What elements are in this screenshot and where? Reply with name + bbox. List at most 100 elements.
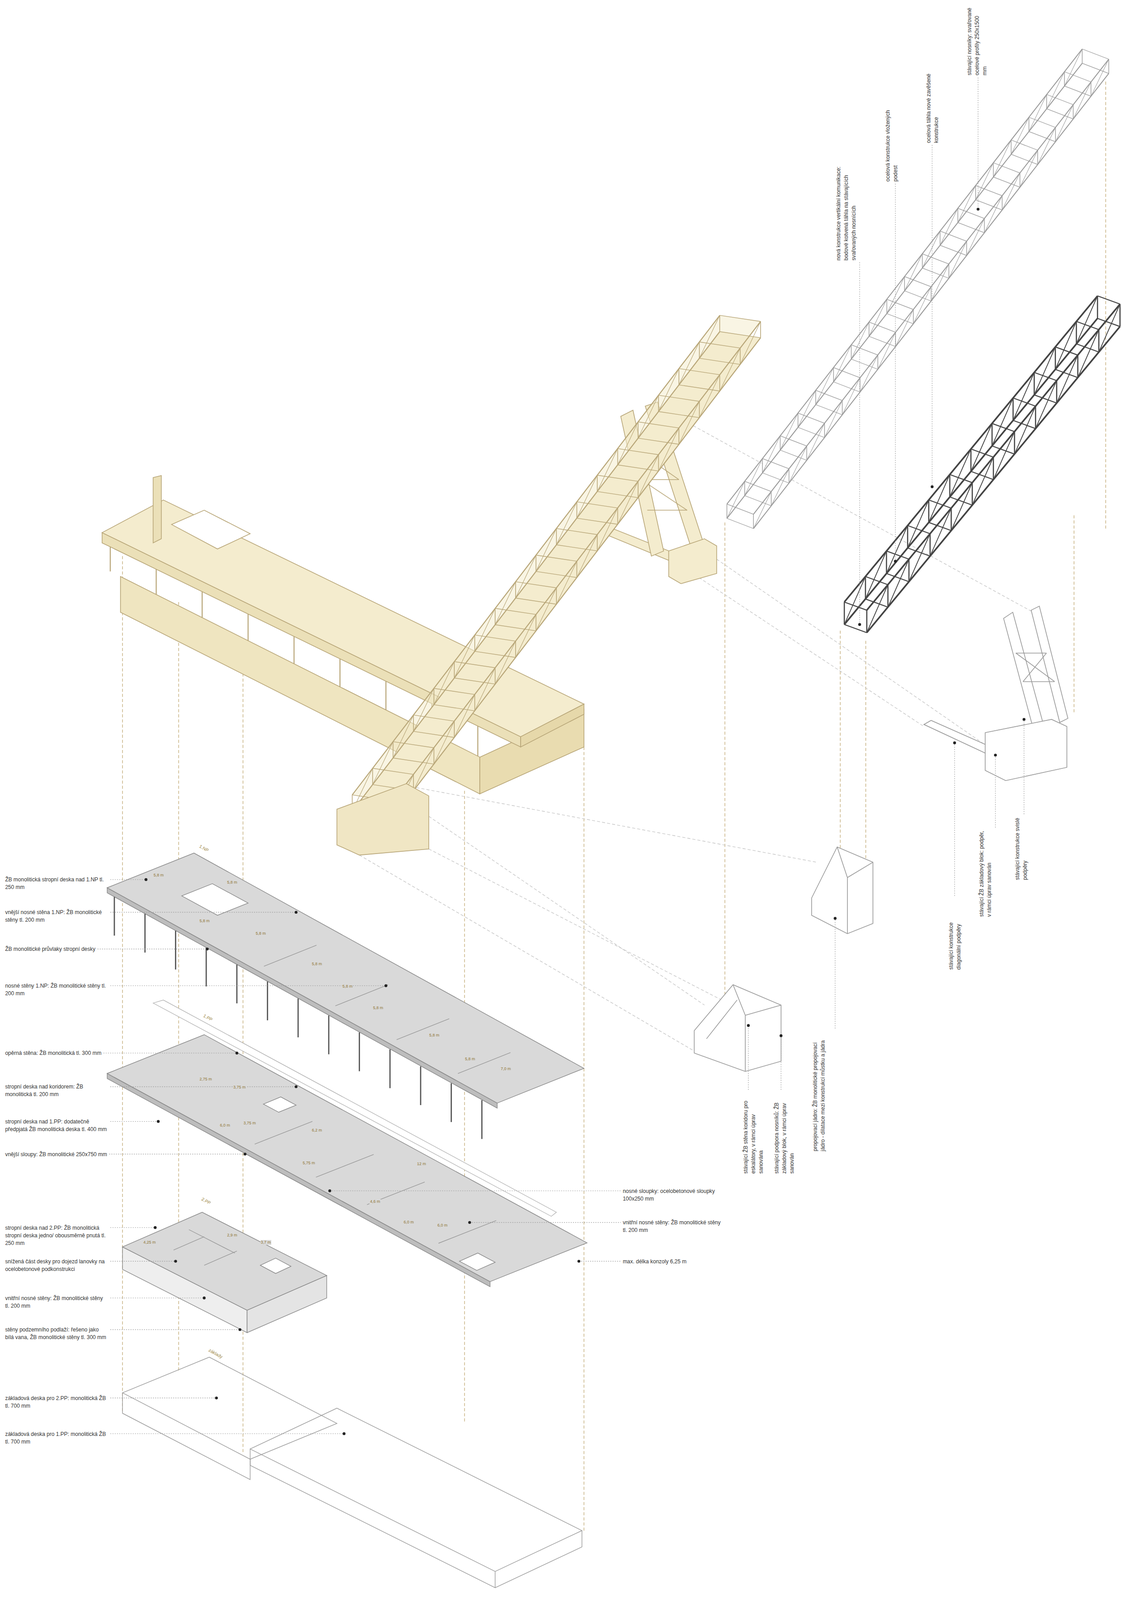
leader-line [780, 1035, 782, 1091]
truss-post [1119, 304, 1121, 327]
truss-crossbar [658, 411, 700, 418]
leader-dot [1022, 717, 1026, 721]
dimension: 5,75 m [302, 1160, 316, 1166]
dimension: 4,25 m [143, 1240, 157, 1246]
truss-crossbar [970, 471, 994, 480]
truss-post [753, 514, 754, 529]
dimension: 5,8 m [342, 984, 354, 990]
dimension: 3,75 m [232, 1085, 247, 1091]
truss-crossbar [1081, 48, 1109, 60]
truss-crossbar [907, 547, 930, 557]
truss-post [535, 614, 537, 631]
truss-post [596, 534, 598, 551]
truss-crossbar [970, 449, 994, 458]
truss-diagonal [372, 741, 394, 785]
callout-label: opěrná stěna: ŽB monolitická tl. 300 mm [4, 1049, 102, 1058]
truss-diagonal [904, 253, 923, 292]
truss-diagonal [842, 378, 861, 416]
truss-diagonal [515, 614, 537, 658]
column [420, 1066, 422, 1106]
bridge-truss [352, 315, 761, 818]
truss-post [842, 400, 843, 415]
leader-line [103, 1052, 238, 1054]
truss-post [474, 694, 476, 711]
truss-diagonal [638, 454, 659, 498]
drawing-part [716, 559, 986, 745]
leader-line [994, 755, 996, 828]
truss-diagonal [597, 508, 618, 552]
truss-chord [844, 295, 1098, 603]
dimension: 12 m [416, 1161, 427, 1167]
truss-post [971, 482, 974, 506]
callout-label: stropní deska nad koridorem: ŽB monoliti… [4, 1083, 109, 1099]
truss-diagonal [638, 395, 659, 439]
truss-post [658, 395, 660, 412]
truss-post [678, 368, 680, 385]
drawing-part [204, 1251, 237, 1266]
truss-post [797, 412, 799, 428]
drawing-part [647, 509, 688, 511]
truss-crossbar [638, 438, 679, 445]
truss-post [719, 374, 721, 392]
truss-post [576, 501, 578, 518]
callout-label: nosné sloupky: ocelobetonové sloupky 100… [622, 1187, 726, 1204]
leader-dot [235, 1051, 239, 1055]
callout-label: nosné stěny 1.NP: ŽB monolitické stěny t… [4, 982, 109, 998]
truss-diagonal [753, 491, 772, 529]
truss-crossbar [844, 624, 867, 633]
dimension: 5,8 m [372, 1005, 384, 1011]
truss-post [868, 321, 869, 337]
leader-line [97, 948, 208, 950]
column [201, 591, 203, 618]
column [174, 930, 177, 970]
truss-top [844, 295, 1121, 611]
truss-post [744, 481, 745, 496]
truss-crossbar [393, 758, 435, 765]
truss-post [928, 499, 930, 523]
callout-label: stropní deska nad 1.PP: dodatečně předpj… [4, 1118, 109, 1134]
truss-post [1064, 71, 1065, 87]
truss-post [1090, 82, 1091, 97]
column [144, 913, 146, 953]
truss-diagonal [866, 584, 888, 633]
dimension: 5,8 m [226, 880, 238, 886]
leader-dot [328, 1189, 331, 1193]
truss-diagonal [844, 576, 866, 625]
drawing-part [250, 1449, 496, 1589]
truss-diagonal [1046, 71, 1065, 109]
leader-line [578, 1261, 621, 1262]
truss-post [762, 458, 763, 474]
level-tag: 1.NP [197, 843, 211, 854]
truss-post [1055, 127, 1056, 142]
truss-post [678, 428, 680, 445]
truss-diagonal [922, 230, 941, 269]
truss-post [760, 321, 761, 338]
truss-diagonal [699, 374, 721, 418]
truss-crossbar [726, 518, 754, 529]
truss-crossbar [991, 446, 1015, 455]
truss-crossbar [413, 731, 455, 738]
truss-post [866, 610, 868, 633]
truss-diagonal [993, 431, 1015, 480]
truss-post [1010, 139, 1012, 155]
truss-diagonal [576, 534, 598, 578]
truss-diagonal [762, 435, 781, 474]
truss-crossbar [928, 522, 952, 531]
column [109, 547, 111, 572]
drawing-part [811, 847, 874, 934]
truss-post [1012, 398, 1014, 421]
truss-crossbar [886, 573, 909, 582]
leader-dot [930, 485, 934, 489]
truss-diagonal [495, 582, 516, 626]
callout-label: stropní deska nad 2.PP: ŽB monolitická s… [4, 1224, 109, 1248]
truss-diagonal [1099, 304, 1121, 352]
column [247, 614, 249, 641]
truss-post [843, 602, 846, 625]
truss-diagonal [740, 321, 761, 365]
truss-diagonal [860, 355, 878, 393]
callout-label: vnější nosné stěna 1.NP: ŽB monolitické … [4, 908, 109, 925]
truss-crossbar [1055, 347, 1078, 356]
truss-post [939, 230, 941, 246]
truss-diagonal [474, 668, 496, 712]
